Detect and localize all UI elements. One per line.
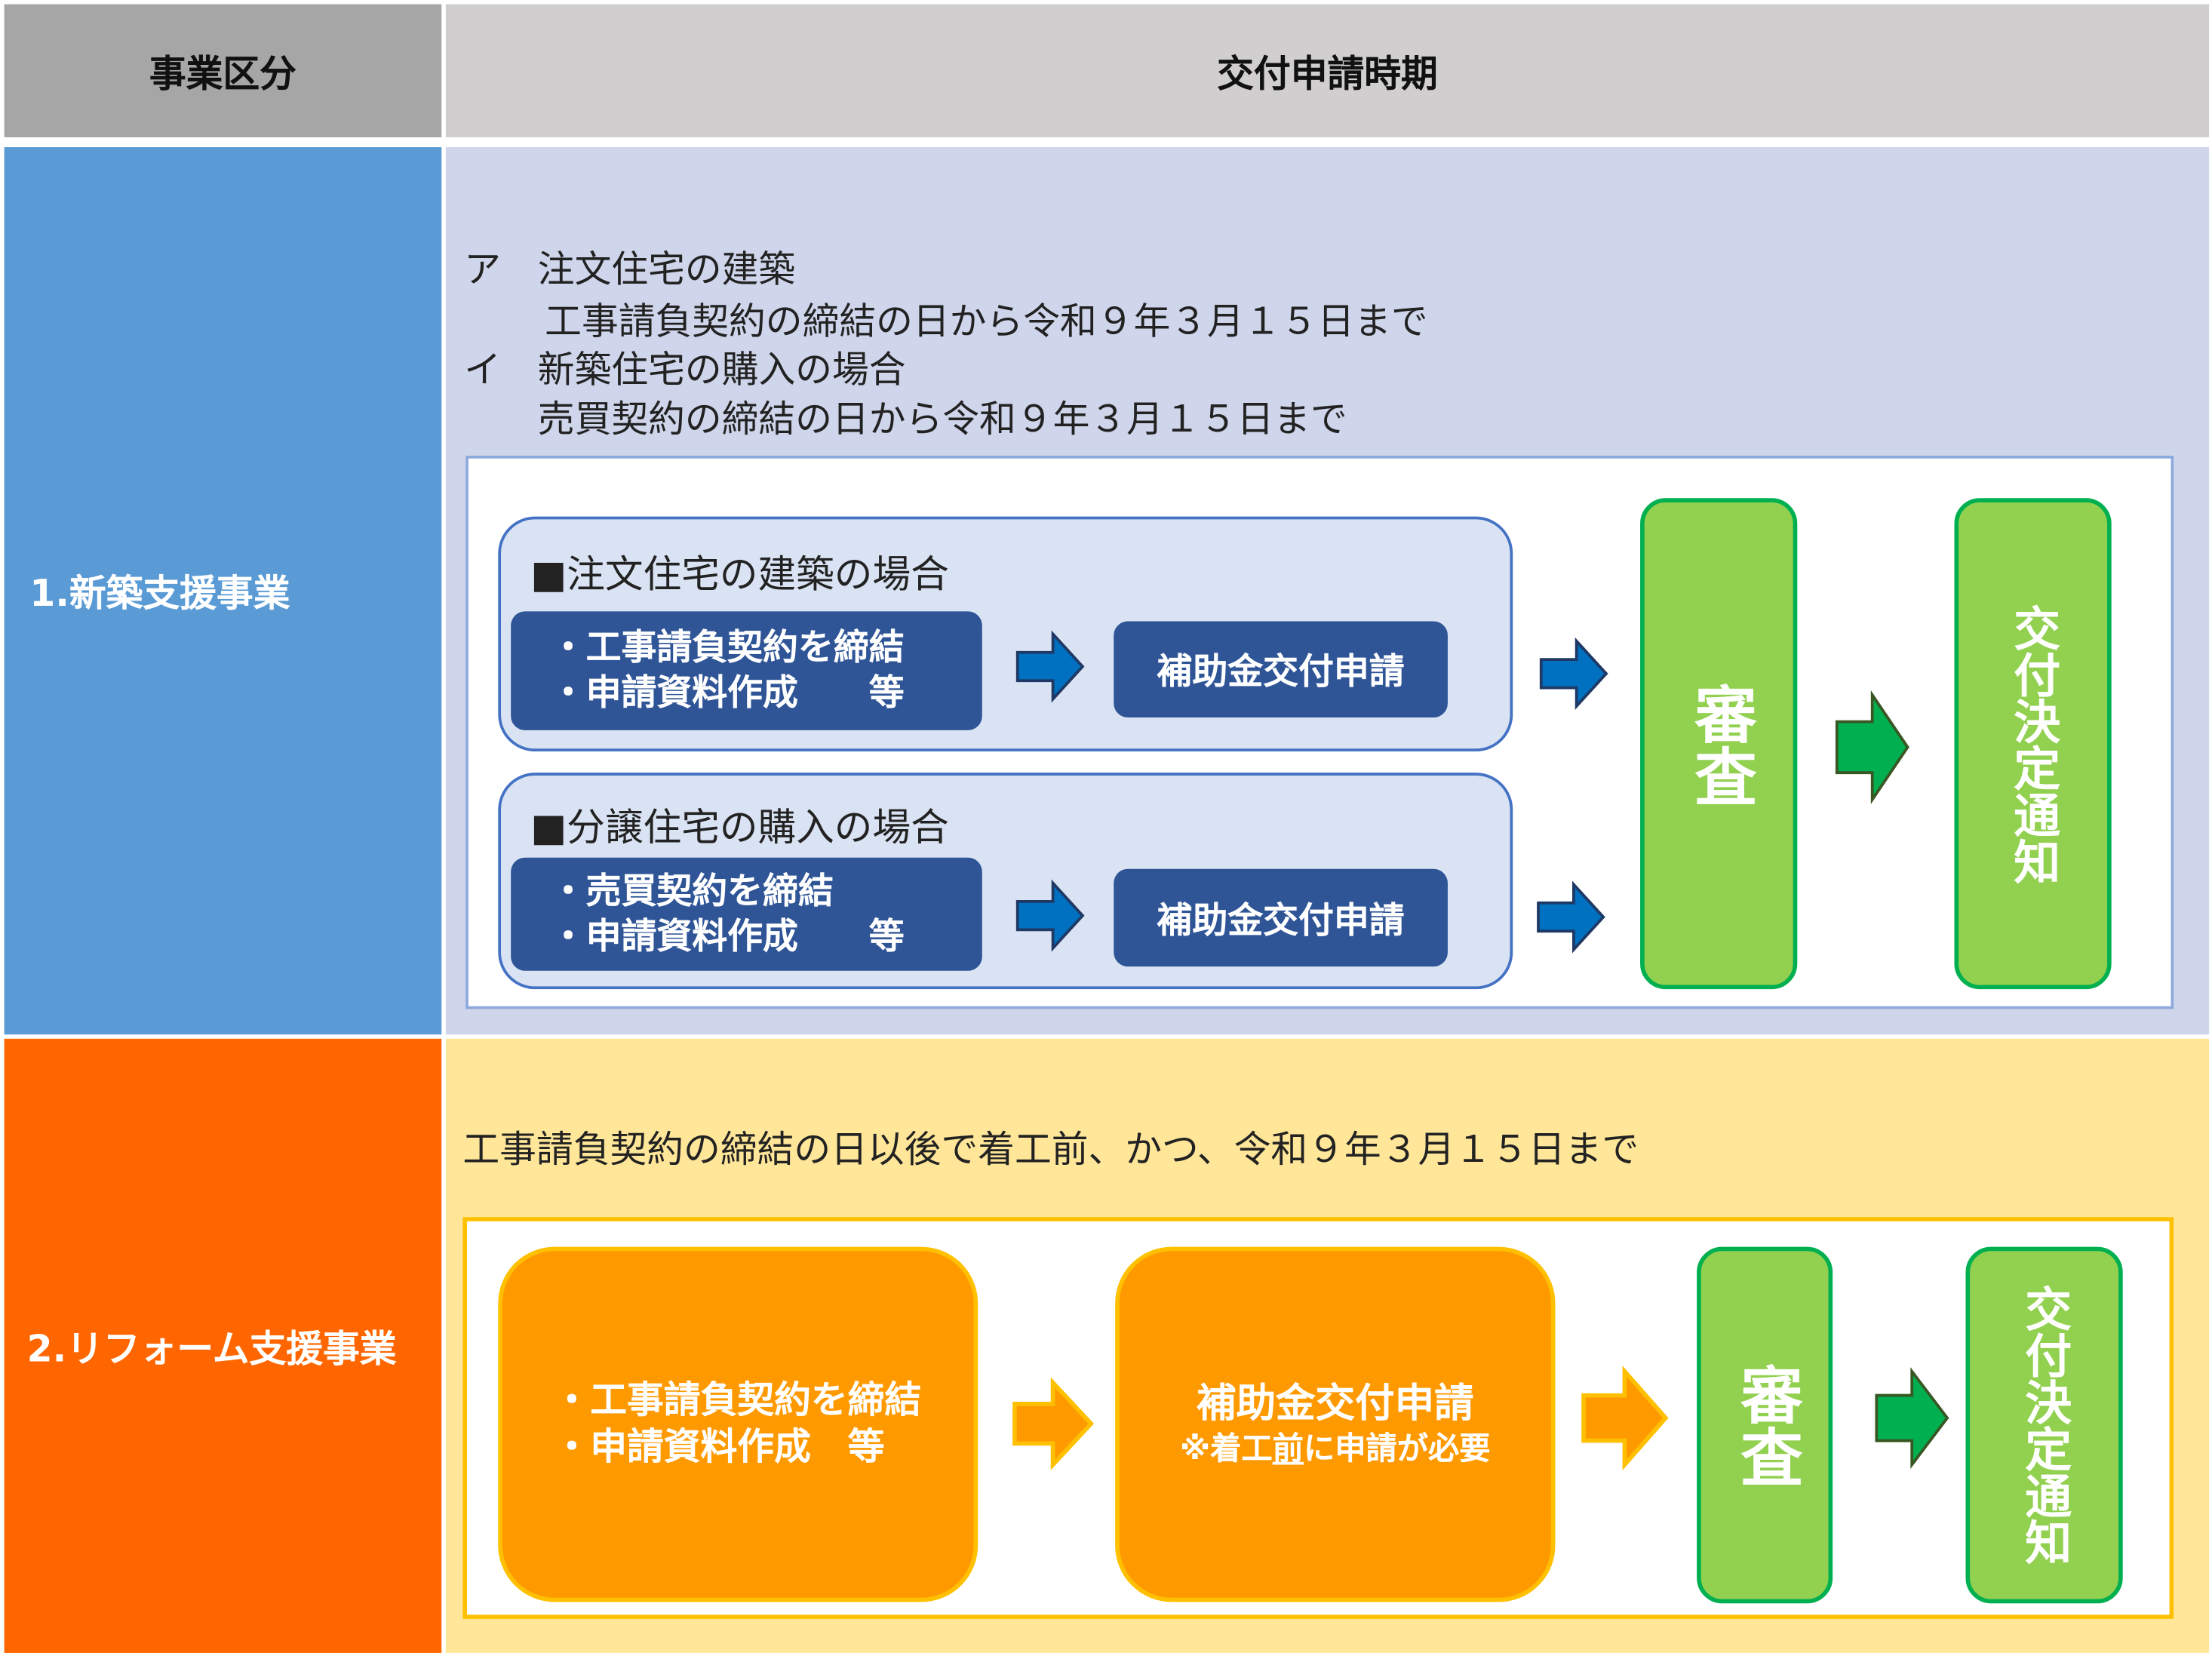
header-category: 事業区分 bbox=[4, 4, 442, 137]
arrow-right-icon bbox=[1875, 1367, 1949, 1470]
note-prefix: ※着工 bbox=[1180, 1431, 1273, 1467]
row2-review: 審査 bbox=[1697, 1246, 1833, 1604]
row1-notice: 交付決定通知 bbox=[1954, 498, 2112, 990]
case1-apply: 補助金交付申請 bbox=[1114, 621, 1448, 718]
case2-title: ■分譲住宅の購入の場合 bbox=[530, 806, 949, 851]
row1-label: 1.新築支援事業 bbox=[4, 147, 442, 1035]
arrow-right-icon bbox=[1012, 1377, 1095, 1470]
row2-notice: 交付決定通知 bbox=[1965, 1246, 2123, 1604]
step-line: ・工事請負契約を締結 bbox=[553, 1378, 922, 1422]
note-underlined: 前 bbox=[1272, 1431, 1304, 1467]
arrow-right-icon bbox=[1539, 637, 1608, 710]
step-line: ・申請資料作成 等 bbox=[550, 915, 905, 957]
row2-label: 2.リフォーム支援事業 bbox=[4, 1038, 442, 1653]
row1-line-a-detail: 工事請負契約の締結の日から令和９年３月１５日まで bbox=[545, 301, 1428, 344]
row1-line-b-detail: 売買契約の締結の日から令和９年３月１５日まで bbox=[537, 398, 1347, 442]
header-period: 交付申請時期 bbox=[445, 4, 2210, 137]
case1-steps: ・工事請負契約を締結・申請資料作成 等 bbox=[511, 611, 982, 730]
row2-note: ※着工前に申請が必要 bbox=[1180, 1429, 1491, 1471]
step-line: ・申請資料作成 等 bbox=[550, 672, 905, 714]
step-line: ・工事請負契約を締結 bbox=[550, 626, 905, 668]
row2-apply-box: 補助金交付申請 ※着工前に申請が必要 bbox=[1115, 1246, 1556, 1602]
note-suffix: に申請が必要 bbox=[1303, 1431, 1491, 1467]
arrow-right-icon bbox=[1537, 880, 1605, 954]
case2-steps: ・売買契約を締結・申請資料作成 等 bbox=[511, 857, 982, 971]
arrow-right-icon bbox=[1015, 630, 1085, 703]
arrow-right-icon bbox=[1835, 690, 1909, 804]
row2-apply: 補助金交付申請 bbox=[1196, 1378, 1474, 1426]
case1-title: ■注文住宅の建築の場合 bbox=[530, 553, 949, 598]
case2-apply: 補助金交付申請 bbox=[1114, 868, 1448, 967]
step-line: ・売買契約を締結 bbox=[550, 870, 834, 912]
row2-steps: ・工事請負契約を締結・申請資料作成 等 bbox=[498, 1246, 979, 1602]
arrow-right-icon bbox=[1581, 1366, 1669, 1470]
row1-line-a: ア 注文住宅の建築 bbox=[464, 249, 796, 292]
arrow-right-icon bbox=[1015, 879, 1085, 952]
step-line: ・申請資料作成 等 bbox=[553, 1425, 885, 1469]
row1-line-b: イ 新築住宅の購入の場合 bbox=[464, 349, 906, 392]
row1-review: 審査 bbox=[1640, 498, 1798, 990]
row2-line: 工事請負契約の締結の日以後で着工前、かつ、令和９年３月１５日まで bbox=[462, 1129, 1639, 1172]
